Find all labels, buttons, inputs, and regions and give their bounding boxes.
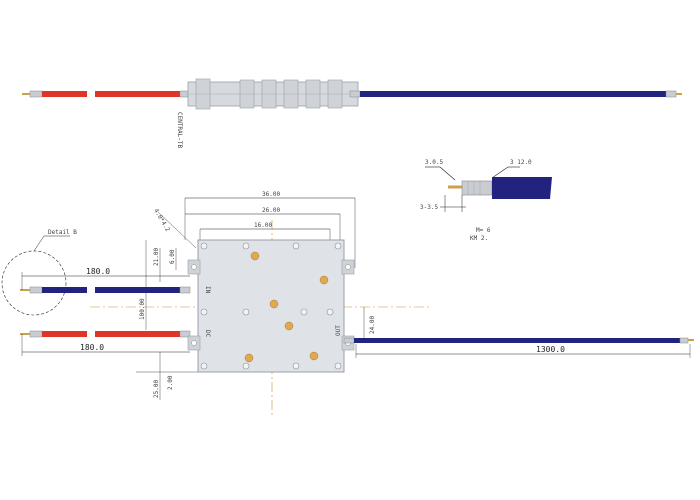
detail-jacket xyxy=(492,177,552,199)
port-in-label: IN xyxy=(204,286,211,294)
dim-2: 2.00 xyxy=(167,375,174,390)
top-view: CENTRAL-TB xyxy=(22,78,682,149)
dim-26: 26.00 xyxy=(262,207,280,214)
top-left-ferrule xyxy=(29,90,43,98)
dim-24: 24.00 xyxy=(369,316,376,334)
dim-6: 6.00 xyxy=(169,249,176,264)
detail-shield xyxy=(461,180,493,196)
front-view: 36.00 26.00 16.00 4.0*4.2 21.00 6.00 100… xyxy=(1,191,694,415)
len-180-bottom: 180.0 xyxy=(80,343,104,352)
dim-36: 36.00 xyxy=(262,191,280,198)
screws xyxy=(200,242,342,370)
dc-red-wire-2 xyxy=(95,331,180,337)
in-blue-wire-2 xyxy=(95,287,180,293)
detail-b-circle xyxy=(1,250,67,316)
top-right-tip-ferrule xyxy=(665,90,677,98)
port-dc-label: DC xyxy=(204,330,211,338)
port-out-label: OUT xyxy=(335,325,342,336)
len-180-top: 180.0 xyxy=(86,267,110,276)
dim-100: 100.00 xyxy=(139,298,146,320)
top-wire-ferrule xyxy=(179,90,189,98)
top-right-ferrule xyxy=(349,90,361,98)
part-code-label: CENTRAL-TB xyxy=(176,112,183,149)
detail-dim-top-right: 3 12.0 xyxy=(510,159,532,166)
top-housing xyxy=(187,78,359,110)
detail-note-2: KM 2. xyxy=(470,235,488,242)
dc-red-wire-1 xyxy=(42,331,87,337)
detail-b-label: Detail B xyxy=(48,229,77,236)
in-blue-wire-1 xyxy=(42,287,87,293)
dim-21: 21.00 xyxy=(153,248,160,266)
len-1300: 1300.0 xyxy=(536,345,565,354)
thermal-pads xyxy=(244,251,329,363)
top-blue-wire xyxy=(360,91,666,97)
top-red-wire-1 xyxy=(42,91,87,97)
out-blue-wire xyxy=(354,338,680,343)
dim-angle: 4.0*4.2 xyxy=(152,208,171,234)
dim-16: 16.00 xyxy=(254,222,272,229)
detail-note-1: M= 6 xyxy=(476,227,491,234)
top-red-wire-2 xyxy=(95,91,180,97)
dim-25: 25.00 xyxy=(153,380,160,398)
detail-dim-bottom-left: 3-3.5 xyxy=(420,204,438,211)
detail-dim-top-left: 3.0.5 xyxy=(425,159,443,166)
detail-view: 3.0.5 3 12.0 3-3.5 M= 6 KM 2. xyxy=(420,159,552,242)
